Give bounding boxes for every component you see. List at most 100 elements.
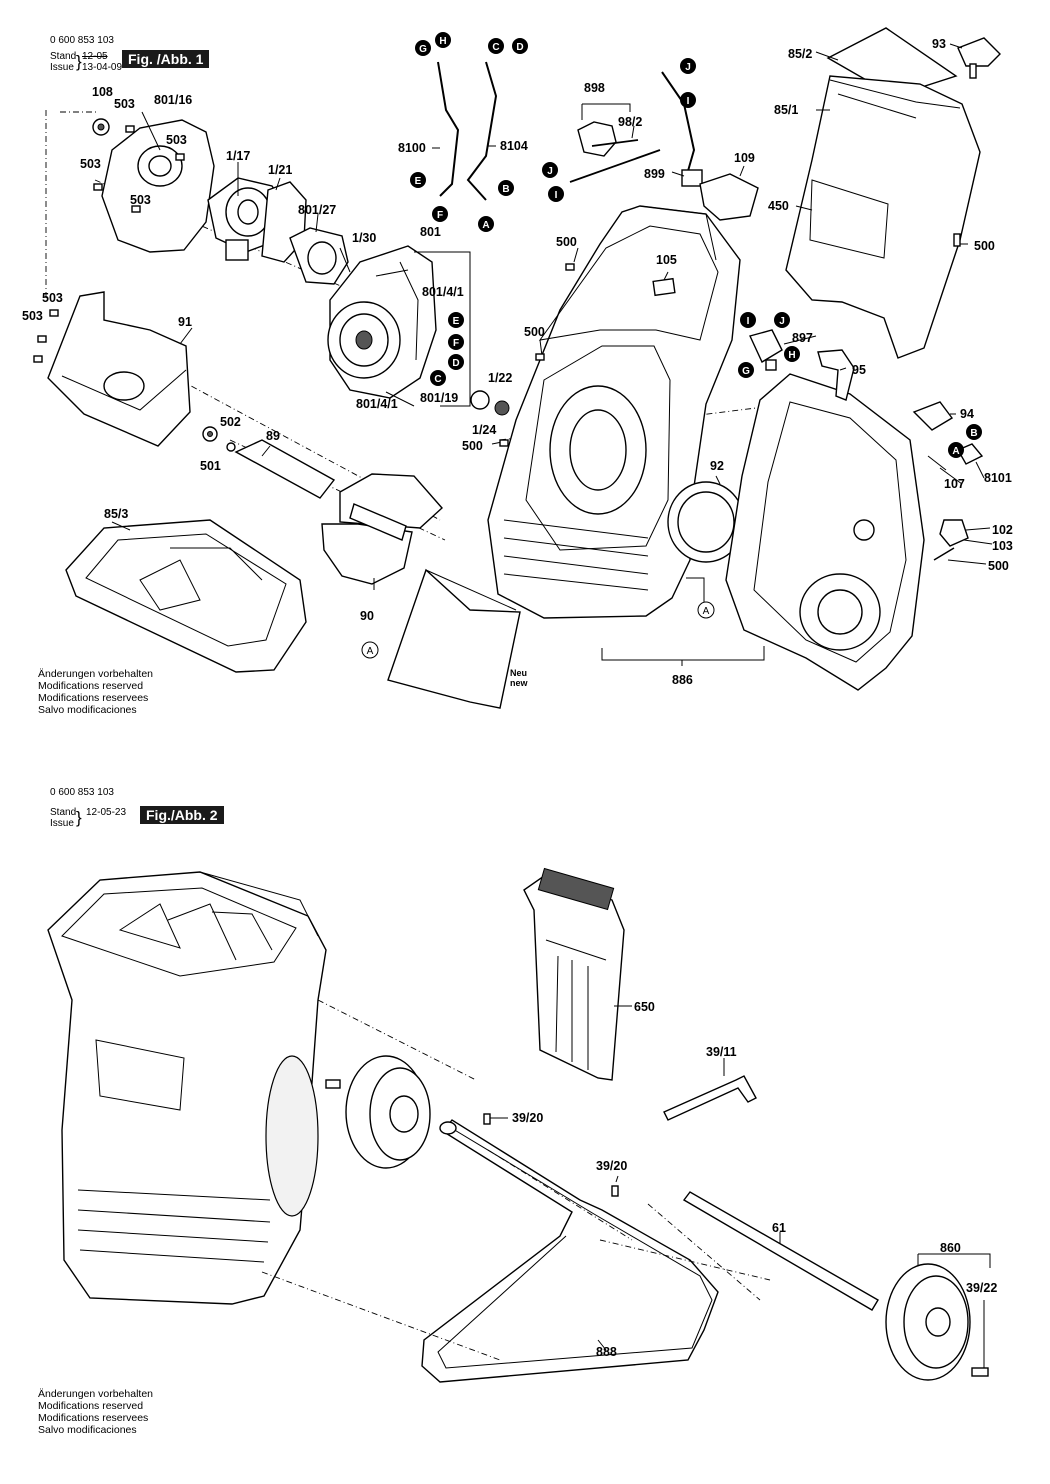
label-886: 886 [672,673,693,687]
label-503: 503 [80,157,101,171]
marker-e: E [453,316,460,327]
label-503: 503 [22,309,43,323]
screw-icons [33,125,961,447]
marker-d: D [452,358,459,369]
label-500: 500 [524,325,545,339]
fig2-stand-label: Stand [50,807,77,818]
axle-frame-part [421,1119,719,1383]
fig2-note: Modifications reservees [38,1412,149,1424]
label-109: 109 [734,151,755,165]
label-801-4-1: 801/4/1 [356,397,398,411]
fig2-note: Modifications reserved [38,1400,144,1412]
label-95: 95 [852,363,866,377]
grip-panel-part [523,875,625,1081]
rod-part [682,1191,879,1311]
fig2-note: Salvo modificaciones [38,1424,137,1436]
marker-j: J [685,62,691,73]
fig1-labels: 108 503 801/16 503 503 503 1/17 1/21 801… [22,37,1013,688]
label-8100: 8100 [398,141,426,155]
label-801: 801 [420,225,441,239]
fig2-drawing: 650 39/11 39/20 39/20 61 860 39/22 888 [47,867,997,1383]
label-1-30: 1/30 [352,231,376,245]
fig1-note: Salvo modificaciones [38,704,137,716]
fig1-tag: Fig. /Abb. 1 [122,50,210,68]
fig2-part-number: 0 600 853 103 [50,787,114,798]
label-500: 500 [988,559,1009,573]
label-860: 860 [940,1241,961,1255]
label-888: 888 [596,1345,617,1359]
label-91: 91 [178,315,192,329]
fig2-brace: } [76,808,82,827]
marker-h: H [439,36,446,47]
fig1-drawing: 108 503 801/16 503 503 503 1/17 1/21 801… [22,27,1013,709]
label-801-27: 801/27 [298,203,336,217]
label-89: 89 [266,429,280,443]
label-90: 90 [360,609,374,623]
label-102: 102 [992,523,1013,537]
label-450: 450 [768,199,789,213]
marker-g: G [742,366,750,377]
label-502: 502 [220,415,241,429]
label-1-24: 1/24 [472,423,496,437]
fig1-issue-label: Issue [50,62,74,73]
label-105: 105 [656,253,677,267]
marker-a: A [952,446,959,457]
fig1-stand-date: 12-05 [82,51,108,62]
label-501: 501 [200,459,221,473]
fig2-stand-date: 12-05-23 [86,807,127,818]
label-503: 503 [114,97,135,111]
marker-g: G [419,44,427,55]
label-39-20: 39/20 [512,1111,543,1125]
label-1-22: 1/22 [488,371,512,385]
assembled-shredder [47,871,327,1305]
label-500: 500 [462,439,483,453]
label-107: 107 [944,477,965,491]
hex-key-part [663,1075,757,1121]
marker-i: I [555,190,558,201]
marker-h: H [788,350,795,361]
label-98-2: 98/2 [618,115,642,129]
label-8104: 8104 [500,139,528,153]
marker-a-outline: A [703,606,710,617]
fig1-stand-label: Stand [50,51,77,62]
label-650: 650 [634,1000,655,1014]
fig1-note: Änderungen vorbehalten [38,668,154,680]
marker-f: F [437,210,443,221]
label-new: new [510,678,529,688]
marker-j: J [779,316,785,327]
label-85-1: 85/1 [774,103,798,117]
blade-part [234,439,336,499]
marker-b: B [502,184,509,195]
label-801-4-1: 801/4/1 [422,285,464,299]
marker-i: I [747,316,750,327]
label-1-21: 1/21 [268,163,292,177]
fig2-tag: Fig./Abb. 2 [140,806,224,824]
label-801-16: 801/16 [154,93,192,107]
fig1-note: Modifications reserved [38,680,144,692]
label-neu: Neu [510,668,527,678]
label-39-22: 39/22 [966,1281,997,1295]
label-39-20: 39/20 [596,1159,627,1173]
label-93: 93 [932,37,946,51]
label-94: 94 [960,407,974,421]
base-tray-part [47,291,191,447]
marker-b: B [970,428,977,439]
hopper-part [65,519,307,673]
label-108: 108 [92,85,113,99]
marker-a-outline: A [367,646,374,657]
label-503: 503 [166,133,187,147]
marker-c: C [434,374,441,385]
label-1-17: 1/17 [226,149,250,163]
fig1-part-number: 0 600 853 103 [50,35,114,46]
fig2-labels: 650 39/11 39/20 39/20 61 860 39/22 888 [512,1000,997,1359]
label-503: 503 [130,193,151,207]
marker-d: D [516,42,523,53]
label-500: 500 [556,235,577,249]
marker-c: C [492,42,499,53]
fig1-brace: } [76,52,82,71]
label-61: 61 [772,1221,786,1235]
marker-i: I [687,96,690,107]
label-85-3: 85/3 [104,507,128,521]
label-897: 897 [792,331,813,345]
label-503: 503 [42,291,63,305]
